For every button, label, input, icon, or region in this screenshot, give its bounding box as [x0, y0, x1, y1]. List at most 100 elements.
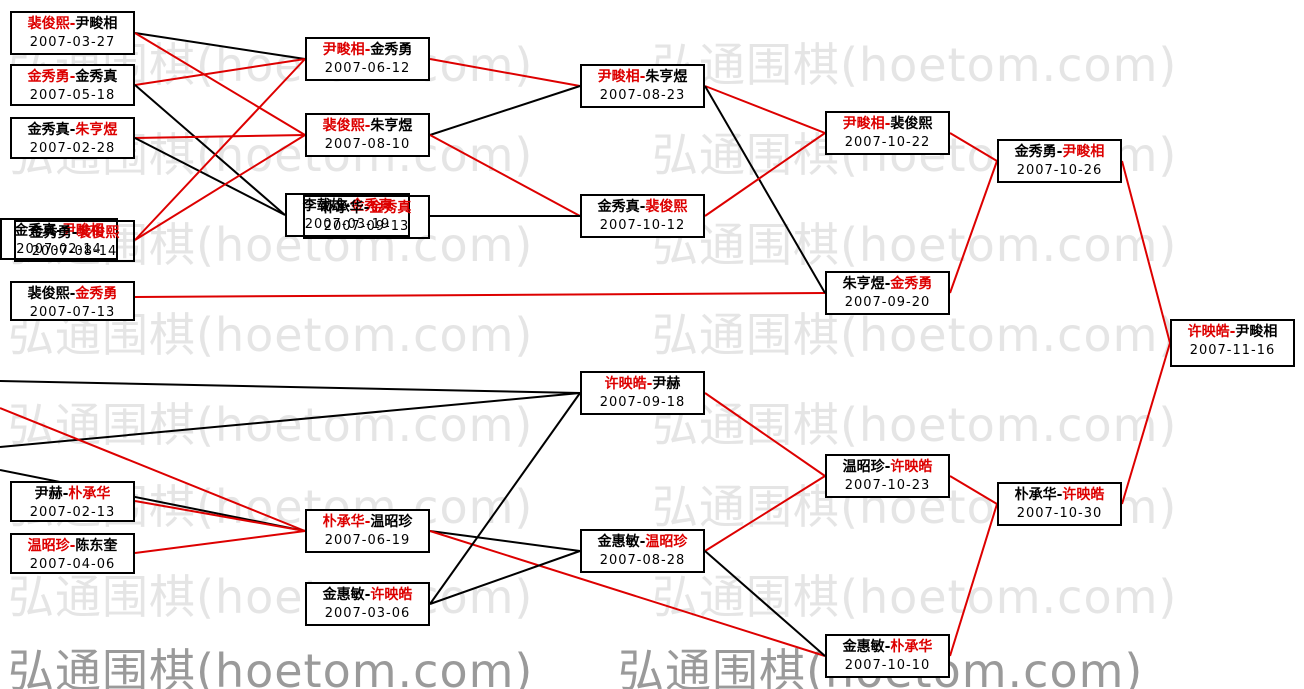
- vs-dash: -: [639, 69, 646, 85]
- match-box-b18[interactable]: 朴承华-温昭珍 2007-06-19: [305, 509, 430, 553]
- vs-dash: -: [646, 376, 653, 392]
- bracket-edge: [134, 137, 286, 216]
- vs-dash: -: [69, 69, 76, 85]
- watermark-text: 弘通围棋(hoetom.com): [652, 218, 1178, 272]
- player2-name: 金秀真: [350, 198, 393, 214]
- player2-name: 朱亨煜: [370, 118, 413, 134]
- vs-dash: -: [364, 514, 371, 530]
- bracket-edge: [134, 58, 306, 241]
- player2-name: 尹畯相: [61, 223, 104, 239]
- vs-dash: -: [364, 118, 371, 134]
- vs-dash: -: [1229, 324, 1236, 340]
- watermark-text: 弘通围棋(hoetom.com): [8, 398, 534, 452]
- player1-name: 金惠敏: [597, 534, 640, 550]
- player2-name: 尹赫: [652, 376, 681, 392]
- bracket-edge: [949, 160, 998, 294]
- bracket-edge: [134, 292, 826, 298]
- vs-dash: -: [364, 587, 371, 603]
- bracket-edge: [134, 32, 306, 136]
- player1-name: 金惠敏: [842, 639, 885, 655]
- player1-name: 朴承华: [322, 514, 365, 530]
- match-date: 2007-10-10: [844, 658, 931, 673]
- match-date: 2007-10-30: [1016, 506, 1103, 521]
- player1-name: 朱亨煜: [842, 276, 885, 292]
- vs-dash: -: [884, 639, 891, 655]
- player1-name: 裴俊熙: [27, 16, 70, 32]
- match-players: 金惠敏-朴承华: [827, 638, 948, 657]
- player1-name: 裴俊熙: [27, 286, 70, 302]
- vs-dash: -: [69, 538, 76, 554]
- bracket-edge: [429, 550, 581, 605]
- player1-name: 温昭珍: [27, 538, 70, 554]
- match-date: 2007-07-13: [29, 305, 116, 320]
- match-date: 2007-09-20: [844, 295, 931, 310]
- match-date: 2007-03-19: [304, 217, 391, 232]
- player1-name: 尹赫: [34, 486, 63, 502]
- player2-name: 温昭珍: [370, 514, 413, 530]
- match-date: 2007-04-06: [29, 557, 116, 572]
- vs-dash: -: [1056, 144, 1063, 160]
- player2-name: 金秀真: [75, 69, 118, 85]
- match-date: 2007-06-12: [324, 61, 411, 76]
- bracket-edge: [0, 469, 306, 532]
- player1-name: 朴承华: [1014, 487, 1057, 503]
- vs-dash: -: [884, 459, 891, 475]
- match-players: 许映皓-尹赫: [582, 375, 703, 394]
- player2-name: 朴承华: [890, 639, 933, 655]
- match-date: 2007-06-19: [324, 533, 411, 548]
- bracket-edge: [1121, 342, 1171, 505]
- match-date: 2007-02-14: [16, 242, 102, 257]
- player1-name: 金秀真: [27, 122, 70, 138]
- vs-dash: -: [69, 286, 76, 302]
- match-players: 李载雄-金秀真: [287, 197, 408, 216]
- player2-name: 温昭珍: [645, 534, 688, 550]
- match-date: 2007-08-10: [324, 137, 411, 152]
- player2-name: 金秀真: [369, 200, 412, 216]
- bracket-edge: [134, 500, 306, 532]
- match-box-b7[interactable]: 裴俊熙-朱亨煜 2007-08-10: [305, 113, 430, 157]
- player2-name: 金秀勇: [370, 42, 413, 58]
- player1-name: 朴承华: [321, 200, 364, 216]
- watermark-text: 弘通围棋(hoetom.com): [652, 398, 1178, 452]
- match-players: 尹畯相-朱亨煜: [582, 68, 703, 87]
- match-players: 温昭珍-陈东奎: [12, 537, 133, 556]
- match-players: 金秀真-朱亨煜: [12, 121, 133, 140]
- bracket-edge: [1121, 160, 1171, 344]
- match-players: 金秀勇-裴俊熙: [16, 224, 133, 243]
- player2-name: 裴俊熙: [890, 116, 933, 132]
- match-players: 尹赫-朴承华: [12, 485, 133, 504]
- player1-name: 裴俊熙: [322, 118, 365, 134]
- match-players: 许映皓-尹畯相: [1172, 323, 1293, 342]
- player2-name: 尹畯相: [75, 16, 118, 32]
- match-players: 朱亨煜-金秀勇: [827, 275, 948, 294]
- player2-name: 许映皓: [1062, 487, 1105, 503]
- player1-name: 金秀勇: [29, 225, 72, 241]
- bracket-edge: [429, 85, 581, 136]
- vs-dash: -: [56, 223, 62, 239]
